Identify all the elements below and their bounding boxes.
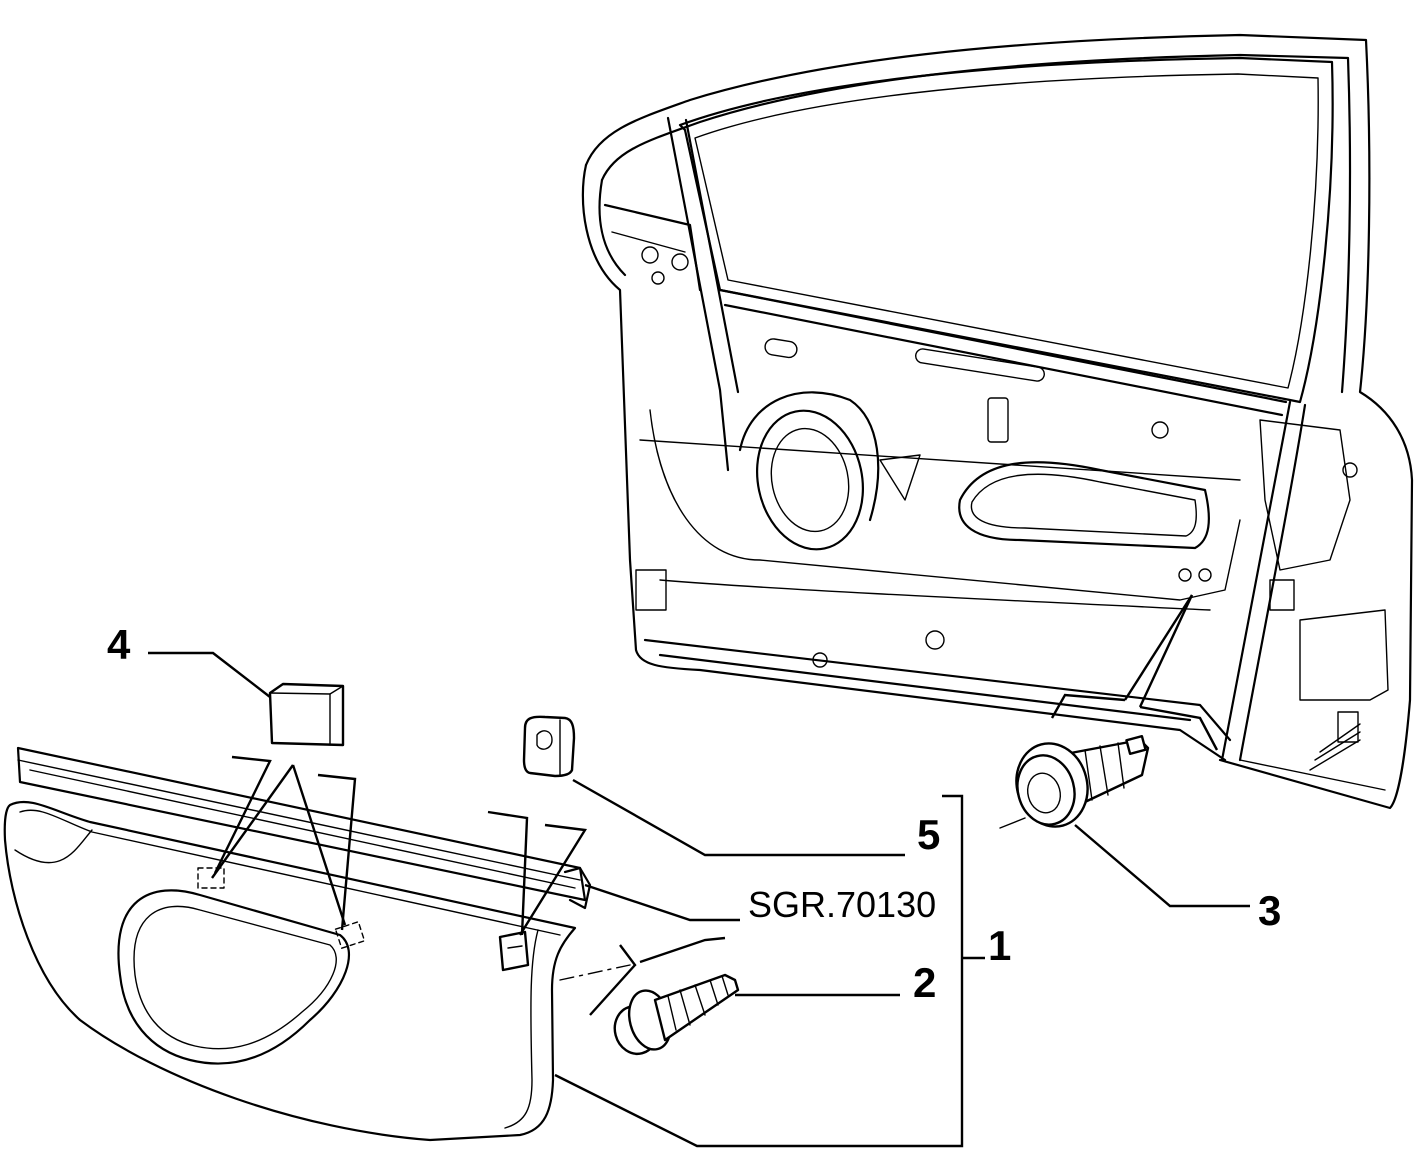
part-2-fastener xyxy=(613,973,740,1056)
label-part-2: 2 xyxy=(913,959,937,1006)
label-part-3: 3 xyxy=(1258,887,1282,934)
reference-code: SGR.70130 xyxy=(748,884,937,925)
leader-lines xyxy=(148,594,1250,1148)
label-part-1: 1 xyxy=(988,922,1012,969)
part-3-switch xyxy=(1015,734,1150,828)
door-trim-panel xyxy=(3,746,592,1142)
label-part-4: 4 xyxy=(107,621,131,668)
door-frame xyxy=(581,33,1414,810)
part-4-pad xyxy=(268,682,345,747)
label-part-5: 5 xyxy=(917,811,941,858)
part-5-clip xyxy=(522,715,576,778)
